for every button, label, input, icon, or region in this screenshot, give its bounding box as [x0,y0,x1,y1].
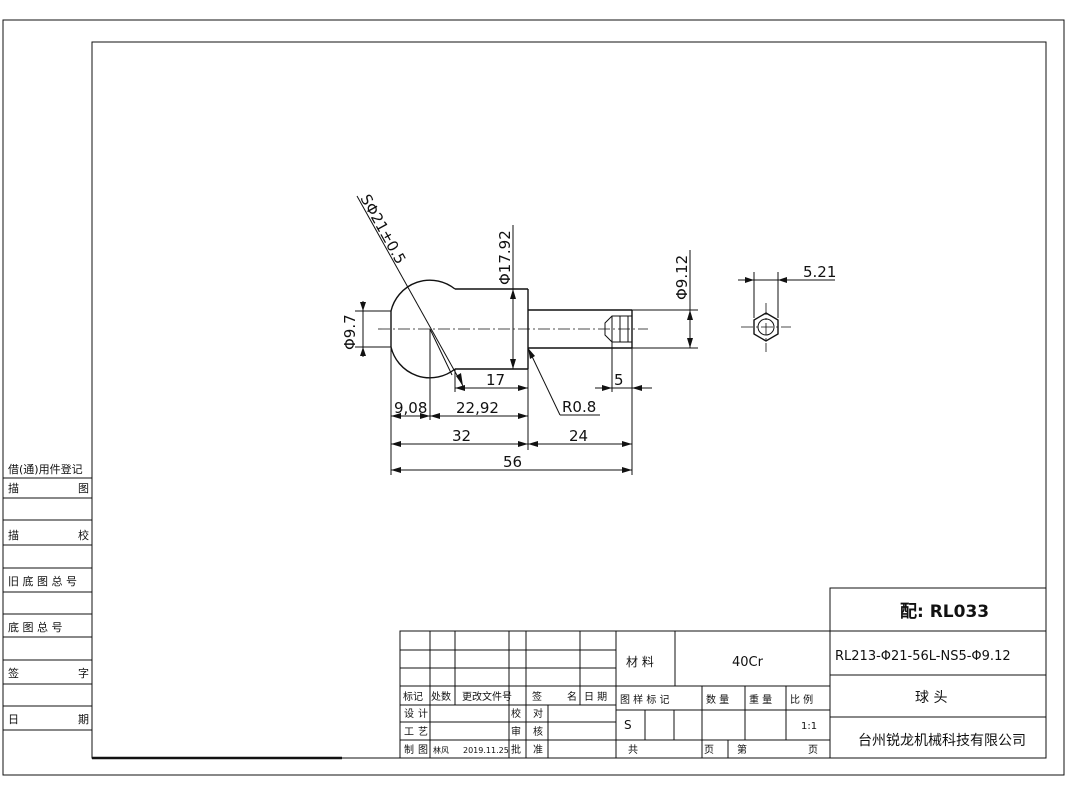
nth-label: 第 [737,743,747,756]
drawn-by: 林风 [433,745,449,755]
change-doc-label: 更改文件号 [462,690,512,703]
trace-label: 描 [8,481,19,495]
title-block: 配: RL033 RL213-Φ21-56L-NS5-Φ9.12 球 头 台州锐… [399,587,1047,759]
review-label-1: 审 [511,725,521,738]
process-label-2: 艺 [418,726,428,738]
dim-length-908: 9,08 [394,399,427,417]
scale-label: 比 例 [790,693,813,706]
quantity-label: 数 量 [706,693,729,706]
mark-label: 标记 [403,691,423,703]
total-label: 共 [628,744,638,756]
left-register-column: 借(通)用件登记 描 图 描 校 旧 底 图 总 号 底 图 总 号 签 字 日… [3,462,92,731]
review-label-2: 核 [533,725,543,738]
date-label-1: 日 [8,713,19,726]
drawing-mark-label: 图 样 标 记 [620,693,670,706]
dim-length-24: 24 [569,427,588,445]
scale-value: 1:1 [801,721,817,732]
dimensions: SΦ21±0.5 Φ17.92 Φ9.7 Φ9.12 17 [341,191,698,475]
drawn-date: 2019.11.25 [463,746,509,755]
sheet-border [2,19,1065,776]
sphere-bottom-arc [390,346,456,379]
approve-label-2: 准 [533,744,543,756]
dim-length-17: 17 [486,371,505,389]
trace-label-2: 图 [78,482,89,495]
dim-hex-size: 5.21 [803,263,836,281]
page-label-1: 页 [704,744,714,756]
dim-left-dia: Φ9.7 [341,314,359,350]
dim-shoulder-dia: Φ17.92 [496,230,514,285]
dim-radius: R0.8 [562,398,596,416]
design-label-1: 设 [404,708,414,720]
register-label: 借(通)用件登记 [8,462,83,476]
part-name: 球 头 [915,690,947,706]
match-label: 配: RL033 [900,602,989,622]
sphere-top-arc [390,279,456,312]
process-label-1: 工 [404,727,414,738]
name-label: 名 [567,690,577,703]
proofread-label-2: 对 [533,707,543,720]
drawn-label-2: 图 [418,744,428,756]
sphere-leader [356,195,464,387]
check-label-2: 校 [78,528,89,542]
dim-shank-dia: Φ9.12 [673,255,691,300]
drawn-label-1: 制 [404,743,414,756]
mark-value: S [624,718,632,732]
design-label-2: 计 [418,707,428,720]
dim-sphere-dia: SΦ21±0.5 [357,191,410,267]
company-name: 台州锐龙机械科技有限公司 [858,733,1026,749]
weight-label: 重 量 [749,693,772,706]
page-label-2: 页 [808,744,818,756]
count-label: 处数 [431,690,451,703]
proofread-label-1: 校 [511,707,521,720]
old-base-label: 旧 底 图 总 号 [8,574,77,588]
dim-length-56: 56 [503,453,522,471]
dim-length-2292: 22,92 [456,399,499,417]
check-label: 描 [8,528,19,542]
part-code: RL213-Φ21-56L-NS5-Φ9.12 [835,649,1011,664]
hex-end-view: 5.21 [738,263,836,352]
approve-label-1: 批 [511,743,521,756]
dim-length-5: 5 [614,371,624,389]
base-label: 底 图 总 号 [8,620,63,634]
sign-label-1: 签 [8,666,19,680]
sign-label-2: 字 [78,666,89,680]
material-value: 40Cr [732,655,764,670]
sign-label: 签 [532,690,542,703]
material-label: 材 料 [626,655,654,669]
dim-length-32: 32 [452,427,471,445]
date-label-2: 期 [78,713,89,726]
date-label: 日 期 [584,691,607,703]
